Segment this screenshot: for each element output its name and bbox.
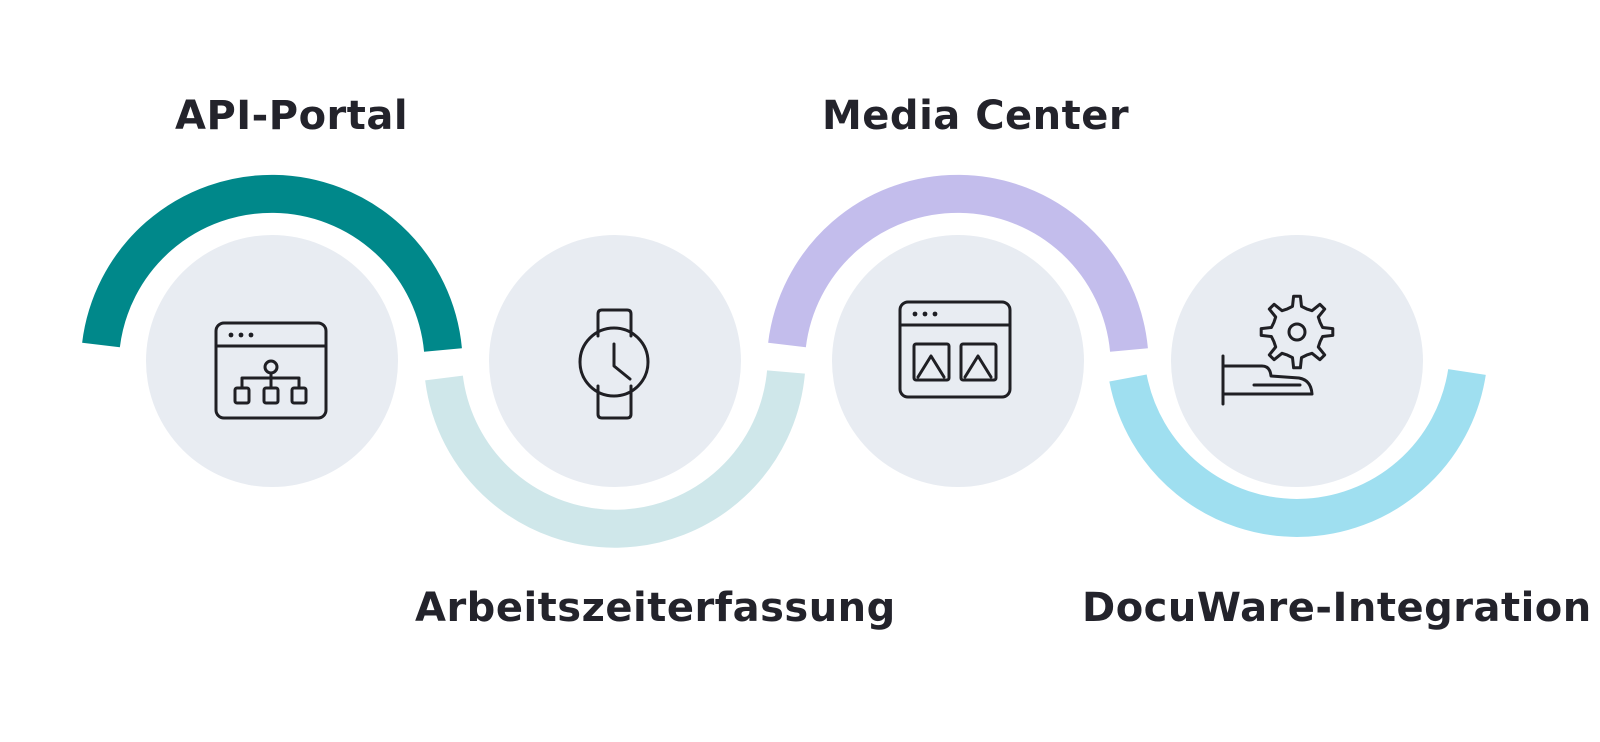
api-portal-icon	[214, 321, 328, 420]
arc-top-api-portal	[82, 174, 462, 352]
circle-docuware-integration	[1171, 235, 1423, 487]
arc-bottom-arbeitszeiterfassung	[425, 370, 805, 548]
arc-top-media-center	[768, 174, 1148, 352]
label-api-portal: API-Portal	[175, 93, 409, 139]
hand-gear-icon	[1221, 294, 1335, 406]
image-gallery-icon	[898, 300, 1012, 399]
label-arbeitszeiterfassung: Arbeitszeiterfassung	[415, 585, 896, 631]
watch-icon	[578, 308, 650, 420]
arc-bottom-docuware-integration	[1109, 368, 1486, 537]
label-docuware-integration: DocuWare-Integration	[1082, 585, 1592, 631]
label-media-center: Media Center	[822, 93, 1130, 139]
gear-icon	[1259, 294, 1335, 370]
circle-media-center	[832, 235, 1084, 487]
